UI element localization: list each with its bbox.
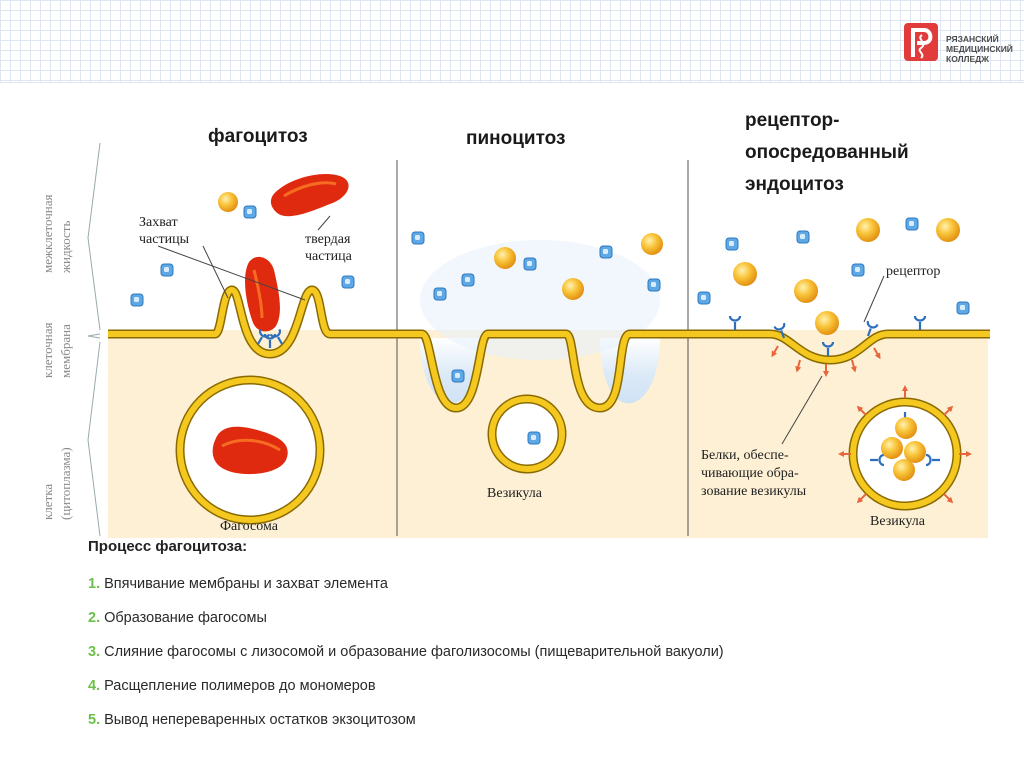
title-receptor-line-3: эндоцитоз	[745, 174, 844, 195]
particle-sphere	[218, 192, 238, 212]
label-proteins-3: зование везикулы	[701, 484, 807, 499]
step-number: 5.	[88, 712, 101, 728]
bracket-cell	[87, 341, 101, 537]
label-phagosome: Фагосома	[220, 519, 279, 534]
title-receptor-line-2: опосредованный	[745, 142, 909, 163]
pinocytosis-fluid	[420, 240, 660, 360]
step-number: 3.	[88, 644, 101, 660]
label-receptor: рецептор	[886, 264, 940, 279]
side-labels: межклеточная жидкость клеточная мембрана…	[40, 195, 73, 520]
side-label-cell-1: клетка	[40, 484, 55, 520]
phagocytosis-column: Захват частицы твердая частица Фагосома	[130, 173, 355, 534]
label-capture-2: частицы	[139, 232, 190, 247]
step-item: 5.Вывод непереваренных остатков экзоцито…	[88, 711, 988, 729]
step-number: 2.	[88, 610, 101, 626]
header-divider	[0, 82, 1024, 83]
step-text: Вывод непереваренных остатков экзоцитозо…	[104, 712, 416, 728]
steps-title: Процесс фагоцитоза:	[88, 538, 248, 555]
title-receptor-line-1: рецептор-	[745, 110, 840, 131]
side-label-cell-2: (цитоплазма)	[58, 447, 73, 520]
step-item: 2.Образование фагосомы	[88, 609, 988, 627]
logo-line-1: РЯЗАНСКИЙ	[946, 34, 999, 44]
logo-line-2: МЕДИЦИНСКИЙ	[946, 44, 1013, 54]
receptor-column: рецептор Белки, обеспе- чивающие обра- з…	[697, 217, 973, 529]
endocytosis-diagram: межклеточная жидкость клеточная мембрана…	[40, 110, 990, 538]
side-label-extracellular-1: межклеточная	[40, 195, 55, 273]
step-number: 4.	[88, 678, 101, 694]
title-pinocytosis: пиноцитоз	[466, 128, 565, 149]
logo-line-3: КОЛЛЕДЖ	[946, 54, 989, 64]
logo-mark-icon	[904, 23, 938, 61]
phagocytosis-steps: Процесс фагоцитоза: 1.Впячивание мембран…	[88, 538, 988, 745]
college-logo: РЯЗАНСКИЙ МЕДИЦИНСКИЙ КОЛЛЕДЖ	[902, 17, 1013, 69]
title-phagocytosis: фагоцитоз	[208, 126, 308, 147]
solid-particle	[270, 173, 349, 217]
label-proteins-2: чивающие обра-	[701, 466, 799, 481]
header-grid-band	[0, 0, 1024, 82]
side-label-membrane-1: клеточная	[40, 322, 55, 378]
side-label-membrane-2: мембрана	[58, 324, 73, 378]
logo-text: РЯЗАНСКИЙ МЕДИЦИНСКИЙ КОЛЛЕДЖ	[946, 34, 1013, 64]
label-proteins-1: Белки, обеспе-	[701, 448, 789, 463]
pinocytosis-column: Везикула	[411, 231, 663, 501]
label-capture-1: Захват	[139, 215, 178, 230]
step-text: Образование фагосомы	[104, 610, 267, 626]
captured-particle	[245, 256, 280, 332]
label-solid-1: твердая	[305, 232, 351, 247]
engulfed-particle	[212, 426, 288, 475]
step-text: Впячивание мембраны и захват элемента	[104, 576, 388, 592]
label-pino-vesicle: Везикула	[487, 486, 543, 501]
step-text: Расщепление полимеров до мономеров	[104, 678, 376, 694]
bracket-extracellular	[87, 142, 101, 331]
step-text: Слияние фагосомы с лизосомой и образован…	[104, 644, 724, 660]
step-item: 3.Слияние фагосомы с лизосомой и образов…	[88, 643, 988, 661]
step-number: 1.	[88, 576, 101, 592]
label-solid-2: частица	[305, 249, 353, 264]
bracket-membrane	[87, 333, 101, 339]
step-item: 1.Впячивание мембраны и захват элемента	[88, 575, 988, 593]
step-item: 4.Расщепление полимеров до мономеров	[88, 677, 988, 695]
side-label-extracellular-2: жидкость	[58, 221, 73, 274]
label-receptor-vesicle: Везикула	[870, 514, 926, 529]
cell-membrane-fill	[108, 287, 990, 411]
